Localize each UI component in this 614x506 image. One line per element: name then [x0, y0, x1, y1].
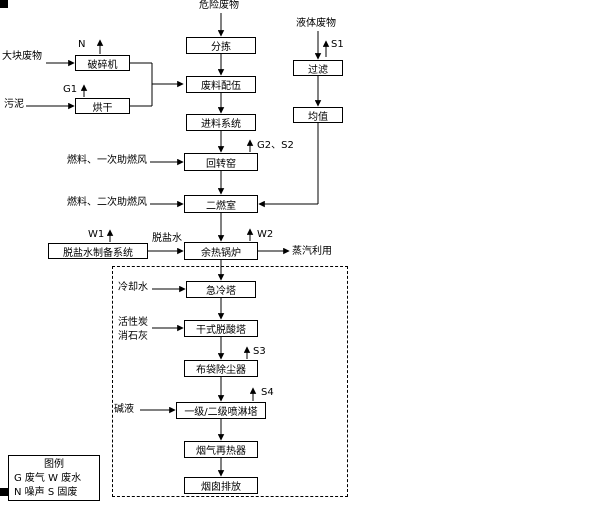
- node-bag-filter: 布袋除尘器: [184, 360, 258, 377]
- label-liquid-waste: 液体废物: [296, 18, 336, 29]
- emission-label-w1: W1: [88, 229, 105, 240]
- emission-label-g2-s2: G2、S2: [257, 140, 294, 151]
- liquid-branch-arrows: [258, 31, 322, 255]
- node-sorting: 分拣: [186, 37, 256, 54]
- label-bulk-waste: 大块废物: [2, 51, 42, 62]
- corner-marker-top-left: [0, 0, 8, 8]
- emission-arrows: [80, 39, 330, 401]
- label-slaked-lime: 消石灰: [118, 331, 148, 342]
- label-cooling-water: 冷却水: [118, 282, 148, 293]
- input-arrows: [26, 59, 186, 414]
- node-demin-water-system: 脱盐水制备系统: [48, 243, 148, 259]
- label-activated-carbon: 活性炭: [118, 317, 148, 328]
- legend-row-noise-solid: N 噪声 S 固废: [14, 487, 78, 498]
- legend-box: 图例 G 废气 W 废水 N 噪声 S 固废: [8, 455, 100, 501]
- legend-row-gas-water: G 废气 W 废水: [14, 473, 82, 484]
- node-feeding-system: 进料系统: [186, 114, 256, 131]
- node-crusher: 破碎机: [75, 55, 130, 71]
- emission-label-g1: G1: [63, 84, 78, 95]
- node-quench-tower: 急冷塔: [186, 281, 256, 298]
- node-spray-tower: 一级/二级喷淋塔: [176, 402, 266, 419]
- emission-label-w2: W2: [257, 229, 274, 240]
- emission-label-s3: S3: [253, 346, 266, 357]
- label-hazardous-waste: 危险废物: [199, 0, 239, 11]
- node-equalization: 均值: [293, 107, 343, 123]
- node-dry-deacid-tower: 干式脱酸塔: [184, 320, 258, 337]
- node-secondary-chamber: 二燃室: [184, 195, 258, 213]
- node-waste-heat-boiler: 余热锅炉: [184, 242, 258, 260]
- node-gas-reheater: 烟气再热器: [184, 441, 258, 458]
- flue-gas-treatment-dashed-boundary: [112, 266, 348, 497]
- corner-marker-bottom-left: [0, 488, 8, 496]
- label-demin-water: 脱盐水: [152, 233, 182, 244]
- label-alkali-liquor: 碱液: [114, 404, 134, 415]
- emission-label-n: N: [78, 39, 86, 50]
- node-blending: 废料配伍: [186, 76, 256, 93]
- label-steam-use: 蒸汽利用: [292, 246, 332, 257]
- emission-label-s1: S1: [331, 39, 344, 50]
- label-fuel-secondary-air: 燃料、二次助燃风: [67, 197, 147, 208]
- label-sludge: 污泥: [4, 99, 24, 110]
- legend-title: 图例: [44, 459, 64, 470]
- node-filtration: 过滤: [293, 60, 343, 76]
- label-fuel-primary-air: 燃料、一次助燃风: [67, 155, 147, 166]
- emission-label-s4: S4: [261, 387, 274, 398]
- node-stack-discharge: 烟囱排放: [184, 477, 258, 494]
- node-rotary-kiln: 回转窑: [184, 153, 258, 171]
- node-dryer: 烘干: [75, 98, 130, 114]
